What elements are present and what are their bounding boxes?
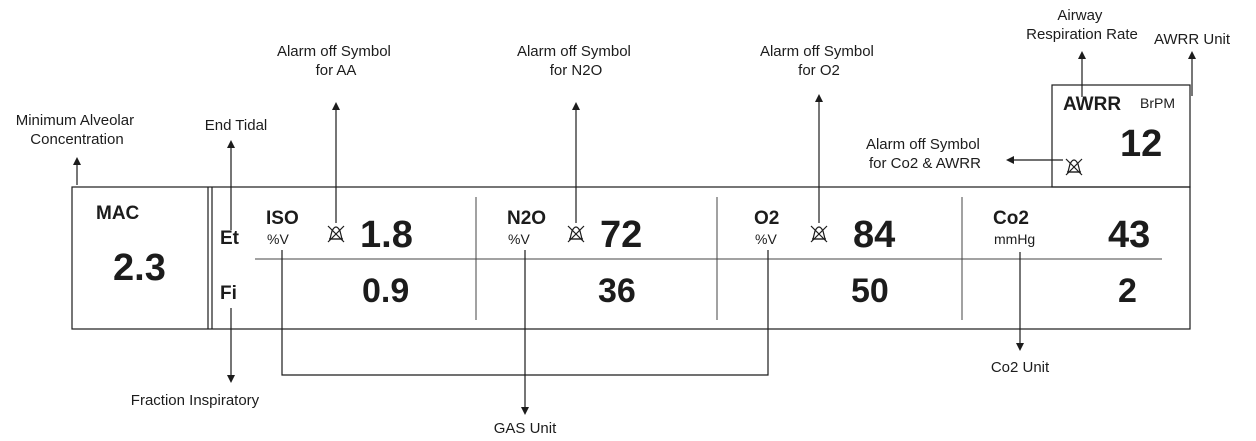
arrowhead — [1006, 156, 1014, 164]
annotation-airway-rate: Airway Respiration Rate — [1026, 7, 1138, 43]
iso-fi-value: 0.9 — [362, 272, 409, 310]
arrowhead — [227, 140, 235, 148]
annotation-end-tidal: End Tidal — [205, 117, 268, 134]
n2o-et-value: 72 — [600, 214, 642, 256]
co2-unit: mmHg — [994, 231, 1035, 247]
annotation-awrr-unit: AWRR Unit — [1154, 31, 1231, 48]
n2o-label: N2O — [507, 208, 546, 229]
awrr-box — [1051, 84, 1191, 188]
co2-label: Co2 — [993, 208, 1029, 229]
arrowhead — [73, 157, 81, 165]
o2-fi-value: 50 — [851, 272, 889, 310]
annotation-fraction-insp: Fraction Inspiratory — [131, 392, 260, 409]
arrowhead — [521, 407, 529, 415]
o2-label: O2 — [754, 208, 779, 229]
co2-et-value: 43 — [1108, 214, 1150, 256]
arrowhead — [227, 375, 235, 383]
o2-et-value: 84 — [853, 214, 895, 256]
mac-value: 2.3 — [113, 247, 166, 289]
iso-et-value: 1.8 — [360, 214, 413, 256]
awrr-value: 12 — [1120, 123, 1162, 165]
n2o-fi-value: 36 — [598, 272, 636, 310]
iso-unit: %V — [267, 231, 289, 247]
alarm-off-icon — [567, 225, 585, 243]
annotation-gas-unit: GAS Unit — [494, 420, 557, 437]
awrr-unit: BrPM — [1140, 95, 1175, 111]
annotation-mac: Minimum Alveolar Concentration — [16, 112, 139, 148]
fi-label: Fi — [220, 283, 237, 304]
awrr-label: AWRR — [1063, 94, 1121, 115]
arrowhead — [1078, 51, 1086, 59]
alarm-off-icon — [1065, 158, 1083, 176]
arrowhead — [1188, 51, 1196, 59]
o2-unit: %V — [755, 231, 777, 247]
arrowhead — [572, 102, 580, 110]
alarm-off-icon — [810, 225, 828, 243]
annotation-alarm-n2o: Alarm off Symbol for N2O — [517, 43, 635, 79]
annotation-alarm-o2: Alarm off Symbol for O2 — [760, 43, 878, 79]
iso-label: ISO — [266, 208, 299, 229]
et-label: Et — [220, 228, 240, 249]
n2o-unit: %V — [508, 231, 530, 247]
annotation-co2-unit: Co2 Unit — [991, 359, 1050, 376]
mac-label: MAC — [96, 203, 140, 224]
annotation-alarm-aa: Alarm off Symbol for AA — [277, 43, 395, 79]
co2-fi-value: 2 — [1118, 272, 1137, 310]
display-frame — [71, 186, 1191, 330]
arrowhead — [1016, 343, 1024, 351]
alarm-off-icon — [327, 225, 345, 243]
arrowhead — [332, 102, 340, 110]
arrowhead — [815, 94, 823, 102]
annotation-alarm-co2: Alarm off Symbol for Co2 & AWRR — [866, 136, 984, 172]
